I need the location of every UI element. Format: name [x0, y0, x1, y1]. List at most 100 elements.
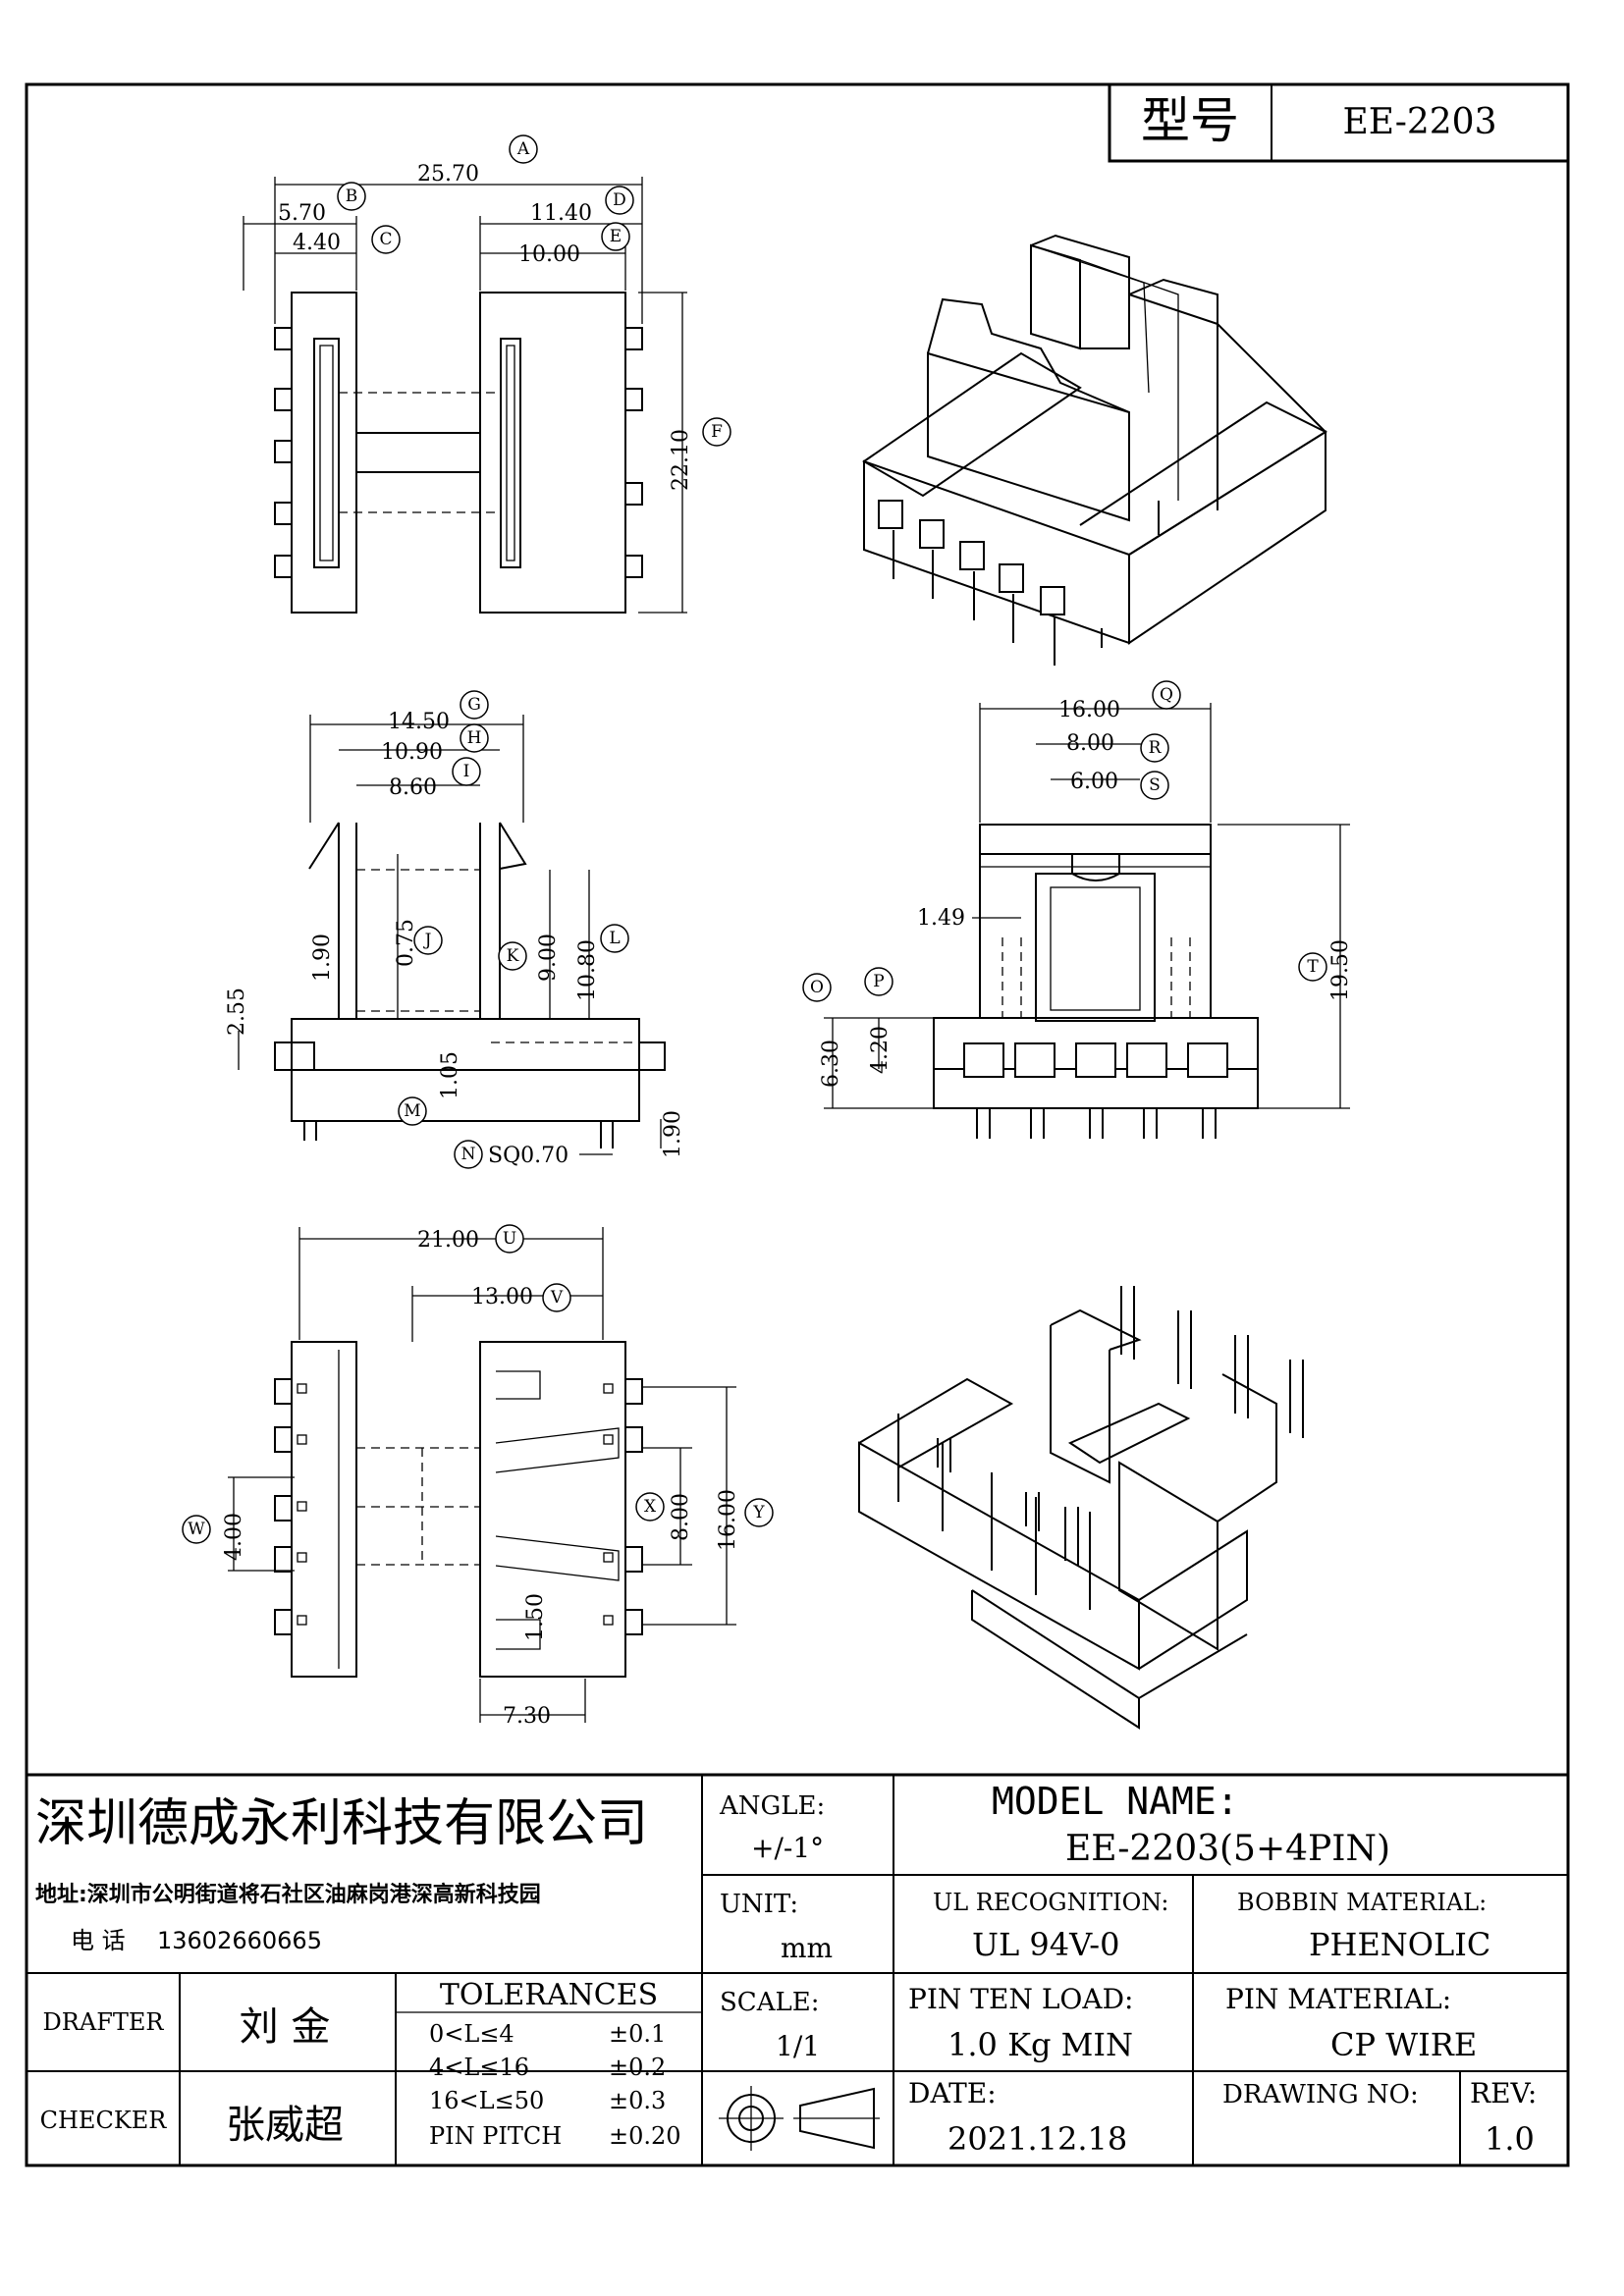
dim-value-e: 10.00 [518, 242, 580, 267]
date-label: DATE: [908, 2077, 997, 2109]
scale-value: 1/1 [776, 2030, 820, 2062]
iso-view-top [862, 234, 1328, 666]
angle-value: +/-1° [751, 1832, 824, 1864]
dim-letter-u: U [503, 1229, 516, 1249]
type-label: 型号 [1141, 92, 1239, 149]
dim-letter-n: N [461, 1145, 476, 1164]
ul-value: UL 94V-0 [972, 1926, 1119, 1963]
dim-letter-p: P [873, 972, 884, 991]
dim-letter-y: Y [752, 1503, 765, 1522]
dim-side-extra-3: 1.05 [438, 1051, 462, 1099]
model-name-value: EE-2203(5+4PIN) [1065, 1829, 1390, 1869]
dim-letter-e: E [610, 227, 622, 246]
dim-letter-l: L [609, 929, 620, 948]
rev-label: REV: [1470, 2077, 1537, 2109]
dim-letter-k: K [507, 946, 519, 966]
drafter-name: 刘 金 [240, 2004, 331, 2050]
dim-letter-w: W [188, 1520, 205, 1539]
dim-side-extra-2: 2.55 [225, 988, 249, 1036]
model-name-label: MODEL NAME: [992, 1780, 1239, 1823]
tolerances-title: TOLERANCES [440, 1978, 658, 2012]
phone-number: 13602660665 [157, 1927, 322, 1954]
dim-bottom-extra-1: 1.50 [523, 1593, 548, 1641]
dim-letter-g: G [467, 695, 481, 715]
dim-letter-a: A [516, 139, 530, 159]
pin-material-value: CP WIRE [1330, 2026, 1477, 2063]
dim-letter-c: C [379, 230, 392, 249]
dim-value-u: 21.00 [417, 1228, 479, 1253]
dim-letter-o: O [810, 978, 824, 997]
dim-value-d: 11.40 [530, 201, 592, 226]
tol-value-4: ±0.20 [609, 2122, 681, 2150]
tol-value-1: ±0.1 [609, 2020, 666, 2048]
pin-load-label: PIN TEN LOAD: [908, 1983, 1133, 2015]
dim-letter-t: T [1307, 957, 1319, 977]
dim-value-h: 10.90 [381, 740, 443, 765]
tol-range-1: 0<L≤4 [429, 2020, 514, 2048]
phone-label: 电 话 [71, 1927, 126, 1954]
dim-letter-s: S [1149, 775, 1161, 795]
date-value: 2021.12.18 [947, 2120, 1127, 2158]
dim-letter-q: Q [1160, 685, 1173, 705]
dim-value-w: 4.00 [222, 1513, 246, 1561]
unit-value: mm [781, 1932, 833, 1964]
drafter-label: DRAFTER [43, 2008, 165, 2036]
dim-value-l: 10.80 [575, 939, 600, 1001]
checker-name: 张威超 [226, 2103, 344, 2148]
ul-label: UL RECOGNITION: [933, 1889, 1168, 1916]
dim-letter-h: H [467, 728, 482, 748]
company-address: 地址:深圳市公明街道将石社区油麻岗港深高新科技园 [35, 1882, 541, 1907]
dim-value-q: 16.00 [1058, 698, 1120, 722]
dim-letter-m: M [404, 1101, 420, 1121]
checker-label: CHECKER [40, 2107, 168, 2134]
dim-value-r: 8.00 [1066, 731, 1114, 756]
tol-range-4: PIN PITCH [429, 2122, 562, 2150]
bobbin-label: BOBBIN MATERIAL: [1237, 1889, 1487, 1916]
tol-range-2: 4<L≤16 [429, 2054, 529, 2081]
dim-letter-i: I [463, 762, 470, 781]
company-name: 深圳德成永利科技有限公司 [35, 1794, 648, 1853]
bobbin-value: PHENOLIC [1309, 1926, 1490, 1963]
dim-value-g: 14.50 [388, 710, 450, 734]
dim-value-v: 13.00 [471, 1285, 533, 1309]
tol-range-3: 16<L≤50 [429, 2087, 544, 2114]
angle-label: ANGLE: [719, 1791, 825, 1821]
dim-value-p: 4.20 [868, 1026, 893, 1074]
dim-letter-j: J [423, 931, 432, 950]
dim-value-o: 6.30 [819, 1040, 843, 1088]
drawing-no-label: DRAWING NO: [1222, 2080, 1419, 2109]
dim-letter-b: B [346, 187, 358, 206]
dim-value-a: 25.70 [417, 162, 479, 187]
dim-value-f: 22.10 [669, 429, 693, 491]
dim-value-i: 8.60 [389, 775, 437, 800]
unit-label: UNIT: [720, 1890, 798, 1919]
dim-value-k: 9.00 [536, 934, 561, 982]
top-view: 25.70 A 5.70 B 4.40 C 11.40 D 10.00 E 22… [243, 134, 731, 614]
rev-value: 1.0 [1485, 2120, 1535, 2158]
header-box: 型号 EE-2203 [1108, 82, 1570, 163]
dim-value-y: 16.00 [716, 1489, 740, 1551]
dim-side-extra-1: 1.90 [310, 934, 335, 982]
dim-value-s: 6.00 [1070, 770, 1118, 794]
bottom-view: 21.00 U 13.00 V 4.00 W 8.00 X 16.00 Y 1.… [182, 1224, 774, 1729]
dim-bottom-extra-2: 7.30 [503, 1704, 551, 1729]
header-model: EE-2203 [1342, 102, 1496, 142]
iso-view-bottom [858, 1286, 1304, 1730]
dim-front-extra-1: 1.49 [917, 906, 965, 931]
dim-letter-v: V [550, 1288, 564, 1308]
projection-symbol [719, 2086, 880, 2151]
tol-value-3: ±0.3 [609, 2087, 666, 2114]
drawing-border [25, 82, 1570, 2167]
dim-letter-x: X [644, 1497, 657, 1517]
dim-value-c: 4.40 [293, 231, 341, 255]
pin-load-value: 1.0 Kg MIN [947, 2026, 1133, 2063]
dim-value-t: 19.50 [1328, 939, 1353, 1001]
scale-label: SCALE: [720, 1988, 820, 2017]
dim-side-extra-4: 1.90 [661, 1110, 685, 1158]
tol-value-2: ±0.2 [609, 2054, 666, 2081]
dim-value-x: 8.00 [669, 1493, 693, 1541]
title-block: 深圳德成永利科技有限公司 地址:深圳市公明街道将石社区油麻岗港深高新科技园 电 … [27, 1773, 1568, 2165]
dim-letter-f: F [711, 422, 723, 442]
dim-letter-r: R [1149, 738, 1163, 758]
